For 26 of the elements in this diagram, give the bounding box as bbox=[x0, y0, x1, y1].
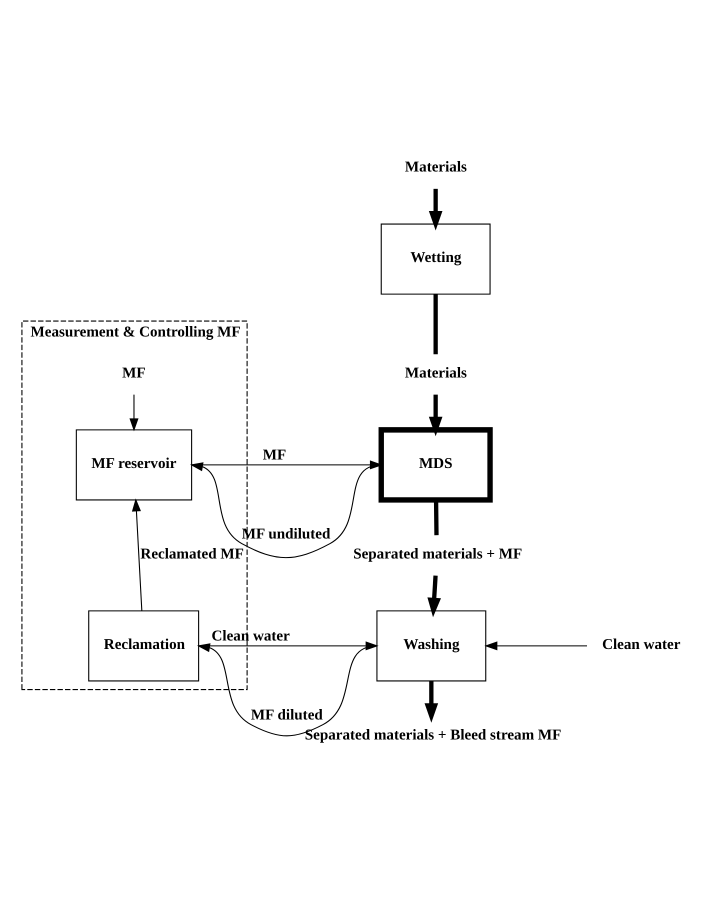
arrow bbox=[424, 680, 438, 722]
node-text: MF bbox=[122, 364, 146, 381]
node-box: MF reservoir bbox=[75, 428, 192, 500]
arrow bbox=[131, 498, 142, 610]
edge-label: MF undiluted bbox=[241, 526, 330, 542]
node-box: Washing bbox=[376, 610, 486, 681]
node-box: Wetting bbox=[380, 223, 490, 294]
node-text: Separated materials + MF bbox=[352, 546, 522, 562]
arrow bbox=[484, 640, 587, 650]
node-text: Clean water bbox=[602, 636, 680, 652]
edge-label: MF diluted bbox=[250, 706, 322, 723]
node-box: Reclamation bbox=[88, 610, 199, 681]
node-text: Materials bbox=[404, 159, 466, 176]
edge-label: MF bbox=[262, 447, 286, 464]
arrow bbox=[128, 394, 138, 431]
arrow bbox=[428, 188, 442, 230]
edge-label: Reclamated MF bbox=[140, 546, 244, 562]
arrow bbox=[196, 642, 376, 736]
node-text: Materials bbox=[404, 364, 466, 381]
arrow bbox=[426, 575, 440, 617]
edge-label: Clean water bbox=[211, 628, 290, 644]
connector bbox=[433, 294, 438, 354]
node-box: MDS bbox=[378, 426, 492, 502]
arrow bbox=[428, 394, 442, 436]
node-text: Separated materials + Bleed stream MF bbox=[304, 726, 561, 743]
connector bbox=[433, 500, 438, 535]
